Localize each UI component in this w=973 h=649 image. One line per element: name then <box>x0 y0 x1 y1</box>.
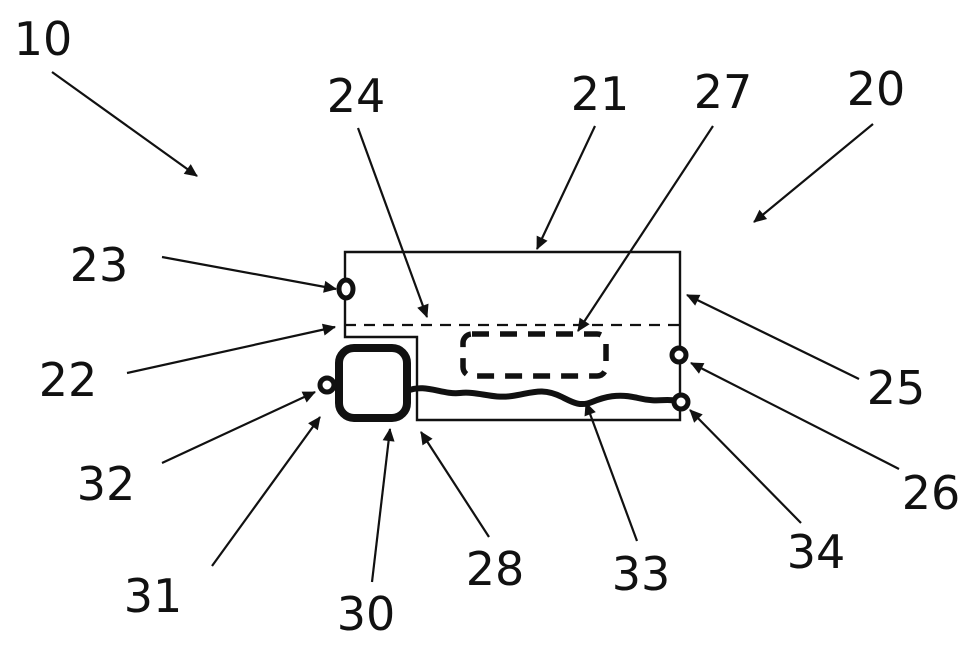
label-25: 25 <box>867 361 926 415</box>
label-30: 30 <box>337 587 396 641</box>
device-body <box>317 250 691 422</box>
arrow-to-33-target <box>584 402 639 542</box>
right-lower-node <box>671 392 691 412</box>
right-upper-node <box>669 345 689 365</box>
arrow-to-28-target <box>420 431 490 538</box>
arrow-to-25-target <box>686 294 860 380</box>
label-20: 20 <box>847 62 906 116</box>
arrow-to-24-target <box>356 127 429 318</box>
arrow-to-23-target <box>161 255 337 293</box>
component-box <box>335 344 411 422</box>
arrow-to-22-target <box>126 323 336 375</box>
arrow-to-32-target <box>161 391 316 464</box>
arrow-to-34-target <box>689 409 802 524</box>
label-10: 10 <box>14 12 73 66</box>
label-24: 24 <box>327 69 386 123</box>
arrow-to-21-target <box>536 125 596 250</box>
label-23: 23 <box>70 238 129 292</box>
edge-oval-node <box>336 277 356 301</box>
label-21: 21 <box>571 67 630 121</box>
label-34: 34 <box>787 525 846 579</box>
arrow-to-10-target <box>51 71 198 177</box>
arrow-to-31-target <box>211 416 321 567</box>
device-body-outline <box>343 250 682 422</box>
arrow-to-30-target <box>370 428 395 583</box>
arrow-to-27-target <box>577 125 714 332</box>
dashed-region-box <box>460 331 609 379</box>
arrow-to-20-target <box>753 123 874 223</box>
reference-numerals: 10 24 21 27 20 23 22 32 31 30 28 33 34 2… <box>14 12 961 641</box>
label-26: 26 <box>902 466 961 520</box>
label-32: 32 <box>77 457 136 511</box>
label-22: 22 <box>39 353 98 407</box>
label-28: 28 <box>466 542 525 596</box>
leader-arrows <box>51 71 900 583</box>
label-31: 31 <box>124 569 183 623</box>
left-terminal-node <box>317 375 337 395</box>
label-33: 33 <box>612 547 671 601</box>
label-27: 27 <box>694 65 753 119</box>
arrow-to-26-target <box>690 362 900 470</box>
wavy-conductor <box>404 385 680 408</box>
